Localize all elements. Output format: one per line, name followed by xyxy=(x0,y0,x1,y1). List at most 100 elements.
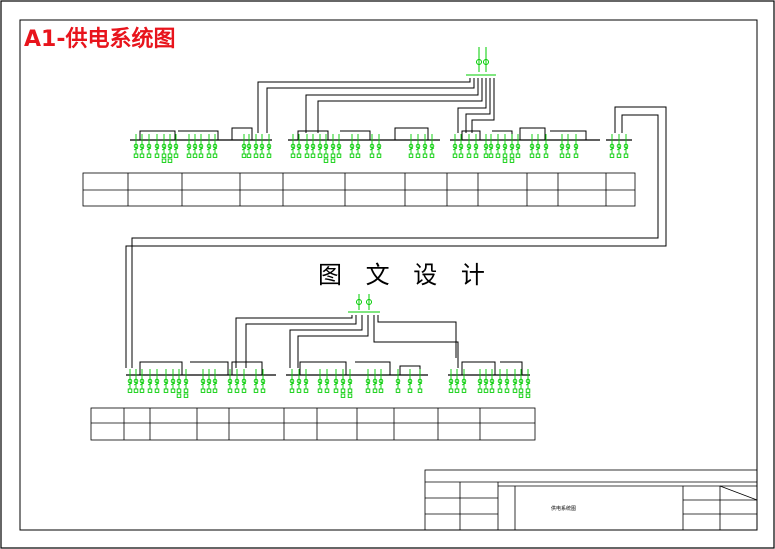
feeder-outlet xyxy=(212,134,218,158)
feeder-outlet xyxy=(515,134,521,158)
feeder-outlet xyxy=(173,134,179,158)
feeder-outlet xyxy=(497,369,503,393)
feeder-outlet xyxy=(324,369,330,393)
feeder-outlet xyxy=(415,134,421,158)
feeder-outlet xyxy=(200,369,206,393)
feeder-outlet xyxy=(347,369,353,398)
feeder-outlet xyxy=(133,369,139,393)
feeder-outlet xyxy=(502,134,508,163)
feeder-outlet xyxy=(290,134,296,158)
bottom-sub-bus-segments xyxy=(139,361,523,375)
feeder-outlet xyxy=(133,134,139,158)
bottom-load-table xyxy=(90,407,536,441)
feeder-outlet xyxy=(509,134,515,163)
feeder-outlet xyxy=(296,369,302,393)
feeder-outlet xyxy=(212,369,218,393)
feeder-outlet xyxy=(417,369,423,393)
table-frame xyxy=(82,172,636,207)
feeder-outlet xyxy=(504,369,510,393)
feeder-outlet xyxy=(609,134,615,158)
feeder-outlet xyxy=(559,134,565,158)
feeder-outlet xyxy=(198,134,204,158)
feeder-outlet xyxy=(518,369,524,398)
feeder-outlet xyxy=(355,134,361,158)
feeder-outlet xyxy=(206,369,212,393)
feeder-outlet xyxy=(408,134,414,158)
feeder-outlet xyxy=(183,369,189,398)
feeder-outlet xyxy=(163,369,169,393)
feeder-outlet xyxy=(139,134,145,158)
feeder-outlet xyxy=(349,134,355,158)
feeder-outlet xyxy=(429,134,435,158)
drawing-title: A1-供电系统图 xyxy=(24,26,175,52)
bottom-distribution-diagram xyxy=(90,294,536,441)
top-load-table xyxy=(82,172,636,207)
feeder-outlet xyxy=(395,369,401,393)
feeder-outlet xyxy=(407,369,413,393)
feeder-outlet xyxy=(454,369,460,393)
feeder-outlet xyxy=(529,134,535,158)
feeder-outlet xyxy=(176,369,182,398)
feeder-outlet xyxy=(376,134,382,158)
feeder-outlet xyxy=(303,369,309,393)
feeder-outlet xyxy=(365,369,371,393)
feeder-outlet xyxy=(139,369,145,393)
feeder-outlet xyxy=(127,369,133,393)
feeder-outlet xyxy=(336,134,342,158)
feeder-outlet xyxy=(317,369,323,393)
feeder-outlet xyxy=(458,134,464,158)
feeder-outlet xyxy=(266,134,272,158)
feeder-outlet xyxy=(246,134,252,158)
feeder-outlet xyxy=(616,134,622,158)
feeder-outlet xyxy=(495,134,501,158)
feeder-outlet xyxy=(333,369,339,393)
top-feed-lines xyxy=(125,78,667,368)
table-frame xyxy=(90,407,536,441)
feeder-outlet xyxy=(146,134,152,158)
feeder-outlet xyxy=(573,134,579,158)
title-block-label: 供电系统图 xyxy=(551,505,576,512)
feeder-outlet xyxy=(253,369,259,393)
feeder-outlet xyxy=(477,369,483,393)
feeder-outlet xyxy=(483,134,489,158)
feeder-outlet xyxy=(206,134,212,158)
title-block xyxy=(424,469,758,531)
feeder-outlet xyxy=(310,134,316,158)
top-feeder-outlets xyxy=(133,134,629,163)
feeder-outlet xyxy=(489,369,495,393)
feeder-outlet xyxy=(241,369,247,393)
feeder-outlet xyxy=(289,369,295,393)
center-watermark: 图 文 设 计 xyxy=(318,261,493,289)
feeder-outlet xyxy=(253,134,259,158)
feeder-outlet xyxy=(167,134,173,163)
feeder-outlet xyxy=(473,134,479,158)
feeder-outlet xyxy=(512,369,518,393)
feeder-outlet xyxy=(340,369,346,398)
top-sub-bus-segments xyxy=(139,127,587,140)
feeder-outlet xyxy=(369,134,375,158)
bottom-feeder-outlets xyxy=(127,369,531,398)
feeder-outlet xyxy=(304,134,310,158)
feeder-outlet xyxy=(372,369,378,393)
feeder-outlet xyxy=(461,369,467,393)
feeder-outlet xyxy=(323,134,329,163)
feeder-outlet xyxy=(260,369,266,393)
feeder-outlet xyxy=(241,134,247,158)
bottom-feed-lines xyxy=(235,315,459,368)
feeder-outlet xyxy=(483,369,489,393)
feeder-outlet xyxy=(227,369,233,393)
feeder-outlet xyxy=(422,134,428,158)
feeder-outlet xyxy=(161,134,167,163)
feeder-outlet xyxy=(448,369,454,393)
feeder-outlet xyxy=(154,369,160,393)
feeder-outlet xyxy=(525,369,531,398)
feeder-outlet xyxy=(192,134,198,158)
inner-frame xyxy=(19,19,758,531)
feeder-outlet xyxy=(543,134,549,158)
feeder-outlet xyxy=(186,134,192,158)
feeder-outlet xyxy=(535,134,541,158)
top-incoming-source xyxy=(466,47,496,76)
feeder-outlet xyxy=(466,134,472,158)
